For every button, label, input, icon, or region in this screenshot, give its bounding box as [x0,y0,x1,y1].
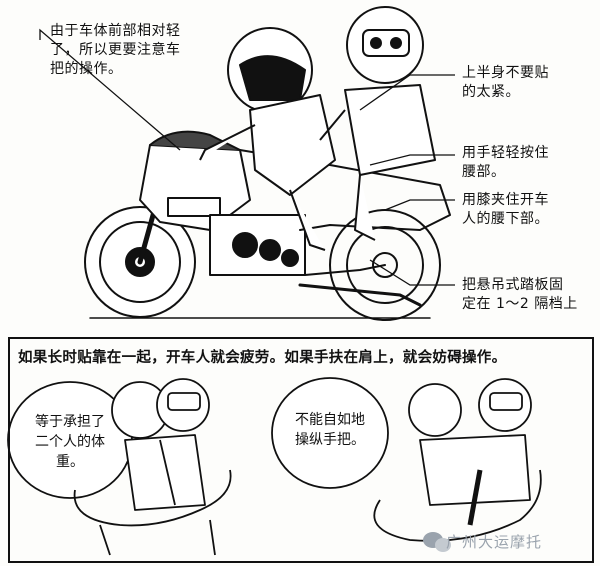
speech-bubble-left: 等于承担了 二个人的体 重。 [35,414,105,470]
passenger-icon [319,6,436,241]
bottom-panel [8,337,594,563]
hands-note: 用手轻轻按住 腰部。 [462,145,549,180]
watermark-text: 广州大运摩托 [446,533,543,551]
footrest-note: 把悬吊式踏板固 定在 1～2 隔档上 [462,277,578,312]
front-weight-note: 由于车体前部相对轻 了，所以更要注意车 把的操作。 [50,23,181,77]
rider-icon [199,27,336,251]
panel-caption: 如果长时贴靠在一起，开车人就会疲劳。如果手扶在肩上，就会妨碍操作。 [18,350,507,366]
wechat-icon [423,532,451,552]
knees-note: 用膝夹住开车 人的腰下部。 [462,192,549,227]
upper-body-note: 上半身不要贴 的太紧。 [462,65,549,100]
speech-bubble-right: 不能自如地 操纵手把。 [295,412,365,448]
